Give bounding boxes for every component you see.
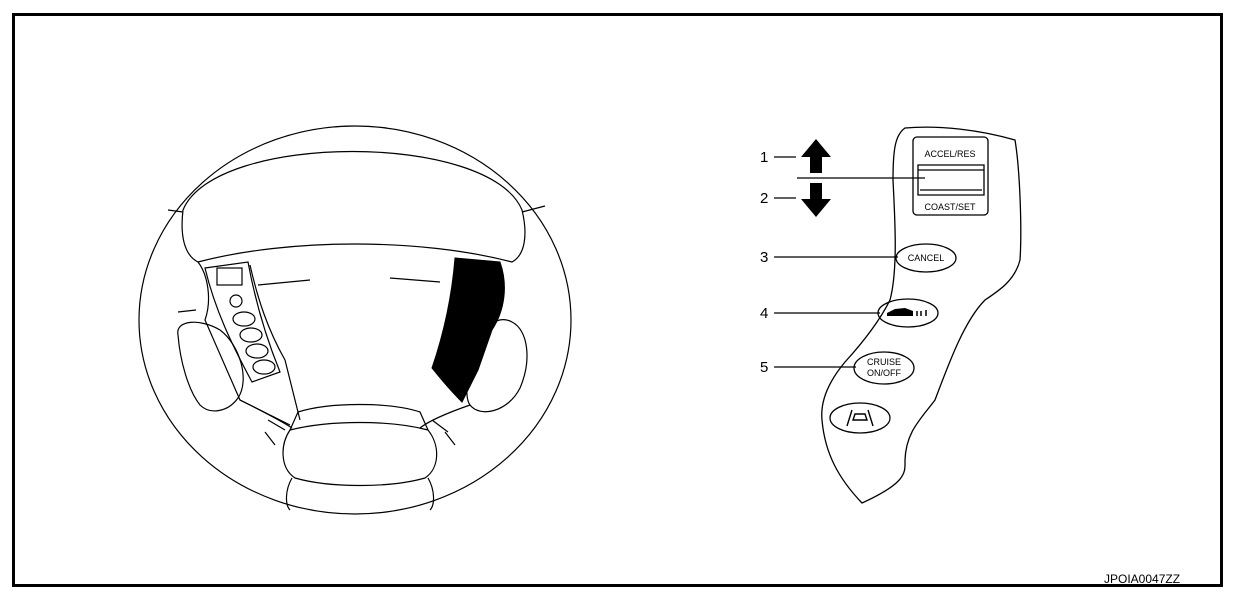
wheel-left-mark	[177, 309, 197, 313]
accel-coast-lever-lines	[918, 169, 984, 191]
figure-code: JPOIA0047ZZ	[1104, 572, 1181, 586]
wheel-left-grip	[177, 321, 244, 412]
lane-icon	[846, 409, 874, 427]
switch-panel-outline	[821, 126, 1022, 504]
wheel-center-pad	[282, 429, 438, 487]
left-spoke	[197, 261, 291, 426]
accel-res-label: ACCEL/RES	[924, 149, 975, 159]
car-distance-icon	[887, 308, 913, 316]
accel-coast-lever	[917, 164, 985, 196]
left-panel-button-5	[252, 359, 276, 375]
left-panel-button-4	[245, 343, 269, 359]
cruise-label-line2: ON/OFF	[867, 368, 901, 378]
coast-set-label: COAST/SET	[924, 202, 976, 212]
left-panel-rocker	[216, 267, 243, 286]
left-panel-button-1	[229, 294, 243, 308]
lane-button	[829, 402, 891, 434]
cruise-onoff-button	[853, 351, 915, 385]
cancel-label: CANCEL	[908, 253, 945, 263]
left-switch-panel	[204, 261, 281, 383]
left-panel-button-3	[239, 327, 263, 343]
switch-detail	[774, 126, 1022, 504]
bottom-spoke	[239, 399, 471, 429]
wheel-top-grip	[181, 150, 526, 263]
wheel-outer-rim	[138, 125, 572, 515]
arrow-down-icon	[801, 183, 831, 217]
left-panel-button-2	[232, 311, 256, 327]
callout-4-label: 4	[760, 305, 768, 322]
callout-5-label: 5	[760, 359, 768, 376]
accel-coast-switch-housing	[912, 136, 989, 216]
cancel-button	[895, 243, 957, 273]
wheel-bottom-spoke-lines	[285, 477, 435, 511]
distance-bars-icon	[916, 310, 927, 316]
wheel-center-top	[288, 403, 430, 431]
wheel-rim-joint	[167, 205, 546, 213]
left-spoke-edge	[249, 264, 301, 421]
wheel-hub-lines	[257, 277, 441, 286]
callout-1-label: 1	[760, 149, 768, 166]
highlighted-cruise-switch	[431, 257, 505, 403]
arrow-up-icon	[801, 139, 831, 173]
steering-wheel	[138, 125, 572, 515]
cruise-label-line1: CRUISE	[867, 357, 901, 367]
wheel-spoke-ticks	[264, 419, 456, 446]
callout-3-label: 3	[760, 249, 768, 266]
callout-2-label: 2	[760, 190, 768, 207]
